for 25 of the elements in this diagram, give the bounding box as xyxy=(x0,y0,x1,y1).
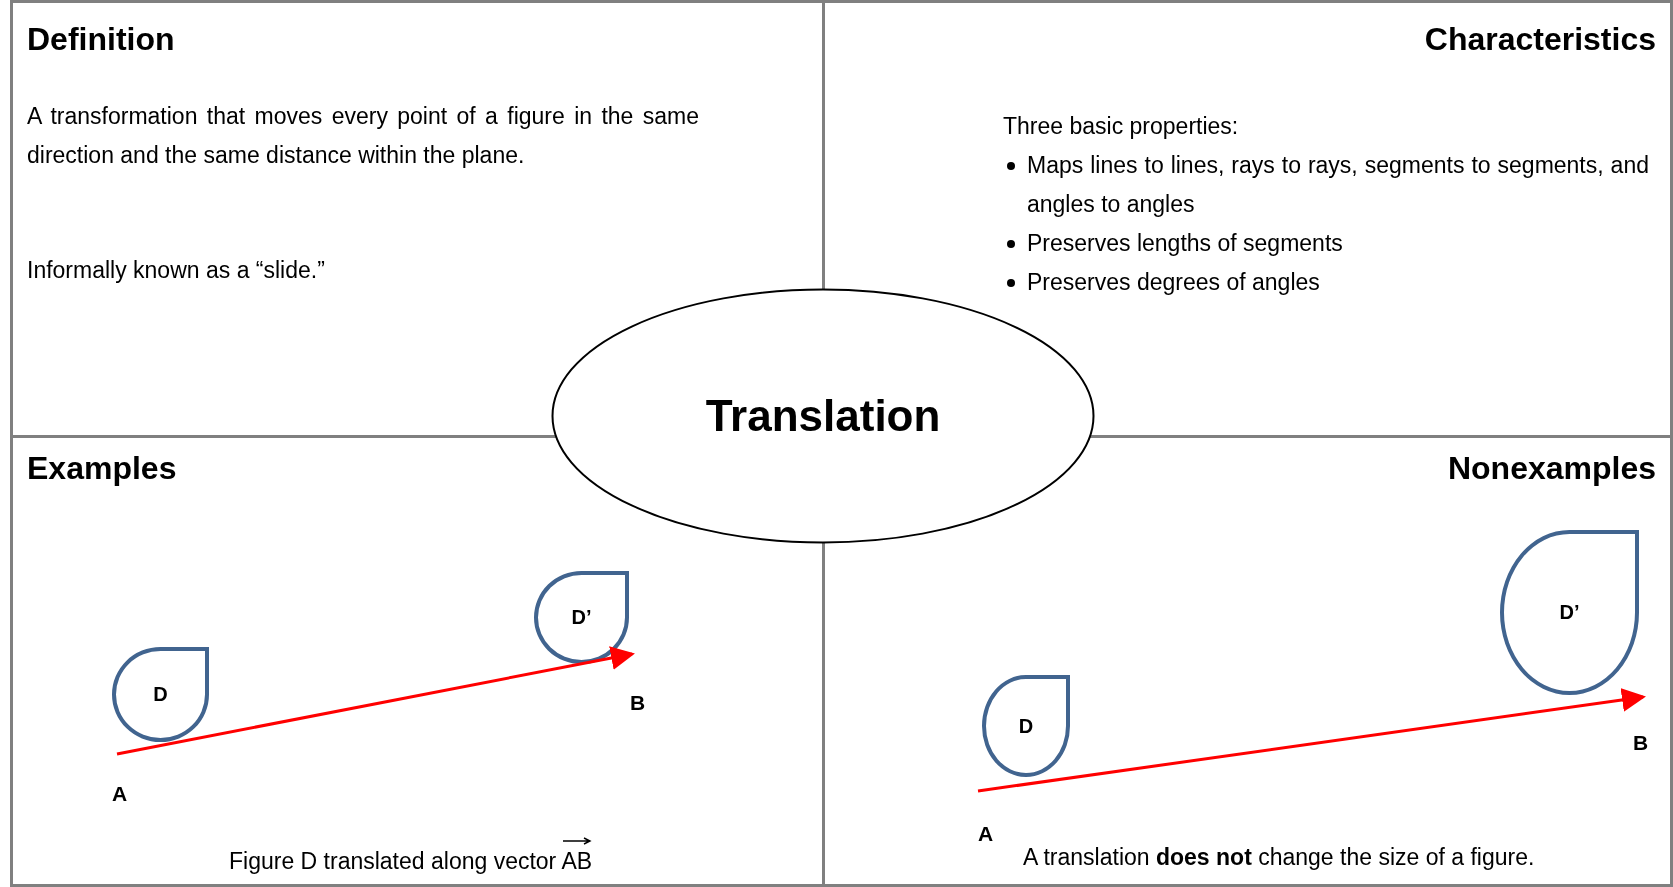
bullet-text: Maps lines to lines, rays to rays, segments to segments, and angles to angles xyxy=(1027,151,1649,219)
caption-text: A translation does not change the size of a figure. xyxy=(1023,844,1535,871)
bullet-text: Preserves lengths of segments xyxy=(1027,229,1344,258)
body-text: Three basic properties: xyxy=(1003,112,1240,141)
teardrop-shape xyxy=(982,675,1070,777)
point-label: B xyxy=(630,691,646,715)
caption-text: Figure D translated along vector AB xyxy=(229,848,593,874)
shape-letter: D’ xyxy=(571,606,592,629)
teardrop-shape xyxy=(1500,530,1639,695)
teardrop-shape xyxy=(534,571,629,664)
body-text: Informally known as a “slide.” xyxy=(27,256,326,285)
shape-letter: D xyxy=(1018,714,1034,738)
point-label: B xyxy=(1633,731,1649,755)
panel-heading: Examples xyxy=(27,450,177,487)
panel-heading: Nonexamples xyxy=(1447,450,1656,487)
shape-letter: D’ xyxy=(1559,601,1580,624)
panel-heading: Definition xyxy=(27,21,175,58)
body-text: A transformation that moves every point of a figure in the same direction and the same distance within the plane. xyxy=(27,102,699,170)
panel-heading: Characteristics xyxy=(1424,21,1656,58)
point-label: A xyxy=(112,782,128,806)
central-term: Translation xyxy=(704,391,942,441)
shape-letter: D xyxy=(153,683,168,706)
bullet-text: Preserves degrees of angles xyxy=(1027,268,1321,297)
teardrop-shape xyxy=(112,647,209,742)
point-label: A xyxy=(978,822,994,846)
